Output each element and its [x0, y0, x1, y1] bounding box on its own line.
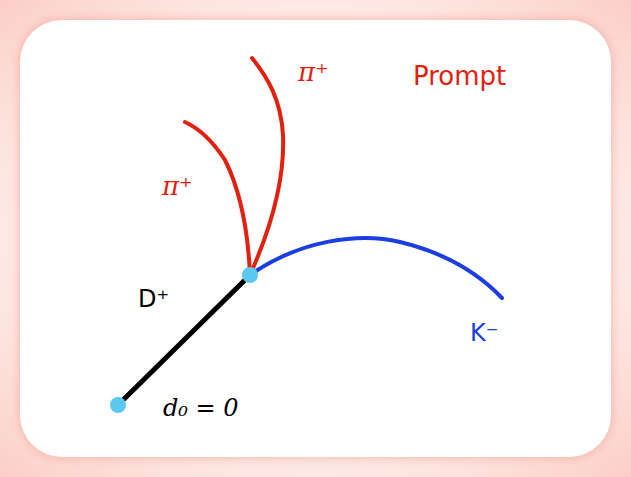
d-meson-track: [118, 275, 250, 405]
pion-track: [185, 122, 250, 275]
particle-label: π⁺: [162, 172, 193, 201]
particle-label: D⁺: [138, 286, 169, 312]
category-label: Prompt: [413, 62, 506, 91]
panel: [20, 20, 611, 457]
primary-vertex: [110, 397, 126, 413]
decay-vertex: [242, 267, 258, 283]
particle-label: π⁺: [298, 58, 329, 87]
pion-track: [250, 58, 283, 275]
impact-parameter-label: d₀ = 0: [163, 395, 239, 421]
particle-label: K⁻: [470, 320, 498, 346]
kaon-track: [250, 238, 502, 298]
